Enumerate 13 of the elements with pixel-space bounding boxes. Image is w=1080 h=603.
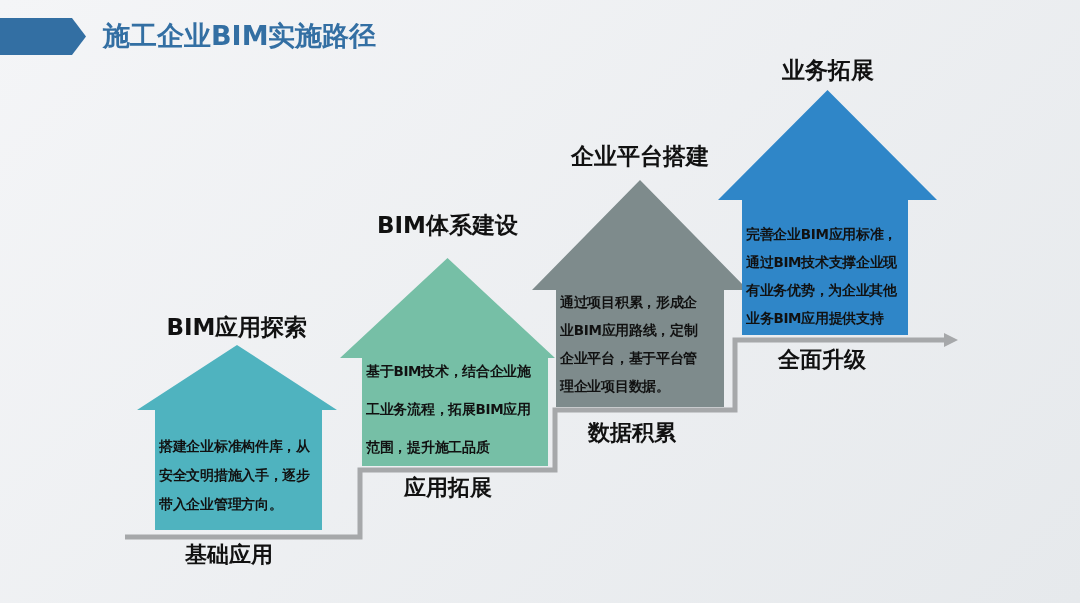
step-label: 应用拓展 <box>404 474 492 502</box>
stage-description: 搭建企业标准构件库，从安全文明措施入手，逐步带入企业管理方向。 <box>159 437 311 514</box>
stage-heading: BIM体系建设 <box>376 211 519 240</box>
step-label: 全面升级 <box>778 346 866 374</box>
step-label: 基础应用 <box>185 541 273 569</box>
title: 施工企业BIM实施路径 <box>103 19 377 53</box>
stage-heading: 企业平台搭建 <box>570 142 710 171</box>
stage-heading: BIM应用探索 <box>165 313 309 342</box>
stage-description: 通过项目积累，形成企业BIM应用路线，定制企业平台，基于平台管理企业项目数据。 <box>560 293 699 396</box>
stage-description: 基于BIM技术，结合企业施工业务流程，拓展BIM应用范围，提升施工品质 <box>366 362 532 457</box>
stage-description: 完善企业BIM应用标准，通过BIM技术支撑企业现有业务优势，为企业其他业务BIM应用提供支持 <box>746 225 899 328</box>
stage-heading: 业务拓展 <box>780 56 875 85</box>
step-label: 数据积累 <box>588 419 676 447</box>
